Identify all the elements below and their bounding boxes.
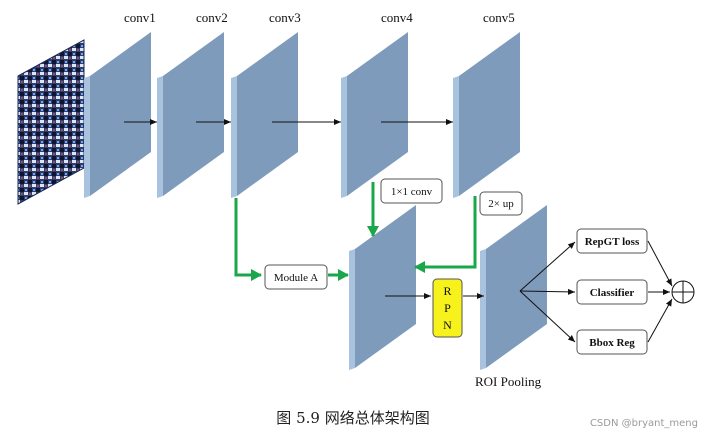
conv1x1-label: 1×1 conv (391, 186, 433, 198)
sum-circle-icon (671, 280, 695, 304)
conv2-label: conv2 (196, 10, 228, 25)
conv1x1-box: 1×1 conv (380, 178, 443, 204)
conv3-label: conv3 (269, 10, 301, 25)
repgt-loss-label: RepGT loss (585, 236, 640, 248)
arrow-roi-bbox (519, 290, 576, 343)
rpn-letter-p: P (444, 301, 451, 315)
rpn-box: R P N (432, 278, 463, 338)
roi-pooling-label: ROI Pooling (475, 374, 542, 389)
roi-pooling-block (480, 205, 547, 370)
arrow-repgt-sum (647, 240, 673, 287)
up2x-label: 2× up (488, 198, 514, 210)
up2x-box: 2× up (479, 191, 523, 216)
module-a-box: Module A (264, 264, 328, 290)
conv4-label: conv4 (381, 10, 413, 25)
module-a-label: Module A (274, 272, 318, 284)
conv5-block (453, 32, 520, 198)
bbox-reg-box: Bbox Reg (576, 329, 648, 355)
conv4-block (341, 32, 408, 198)
bbox-reg-label: Bbox Reg (589, 337, 635, 349)
rpn-letter-n: N (443, 318, 452, 332)
classifier-box: Classifier (576, 279, 648, 305)
figure-caption: 图 5.9 网络总体架构图 (276, 409, 429, 427)
classifier-label: Classifier (590, 287, 635, 299)
arrow-bbox-sum (647, 298, 673, 343)
conv2-block (157, 32, 224, 198)
conv3-block (231, 32, 298, 198)
conv1-label: conv1 (124, 10, 156, 25)
skip-arrow-conv3 (234, 198, 262, 281)
skip-arrow-conv5 (414, 196, 477, 273)
repgt-loss-box: RepGT loss (576, 228, 648, 254)
conv5-label: conv5 (483, 10, 515, 25)
watermark: CSDN @bryant_meng (590, 418, 698, 429)
conv1-block (84, 32, 151, 198)
arrow-roi-classifier (519, 288, 576, 295)
fusion-block (349, 205, 416, 370)
input-image (17, 39, 85, 205)
arrow-roi-repgt (519, 241, 576, 292)
rpn-letter-r: R (443, 284, 451, 298)
